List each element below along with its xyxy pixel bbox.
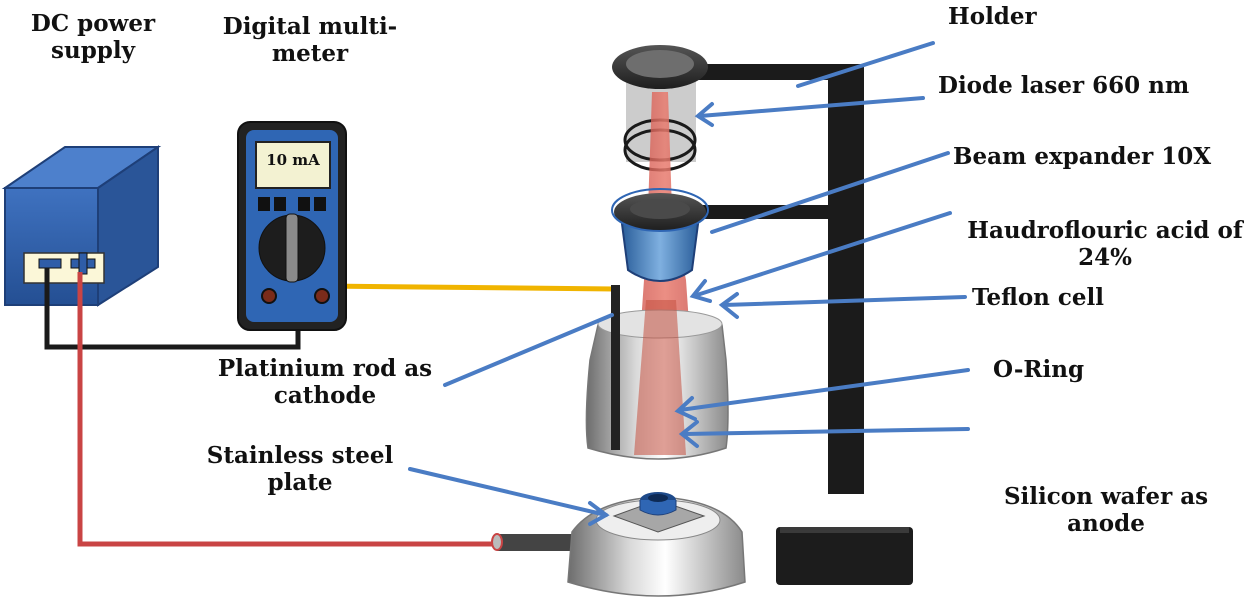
com-port — [261, 288, 277, 304]
pointer-holder — [796, 41, 935, 88]
label-dc-power-supply-line1: DC power — [30, 10, 156, 37]
positive-terminal — [70, 252, 96, 275]
pointer-diode-laser-head — [694, 102, 714, 127]
label-digital-multimeter: Digital multi- meter — [205, 13, 415, 67]
multimeter-reading: 10 mA — [266, 151, 320, 169]
platinum-rod — [611, 285, 620, 450]
pointer-arrows — [408, 41, 970, 526]
pointer-hydrofluoric-acid — [695, 211, 952, 297]
label-hydrofluoric-acid-line1: Haudroflouric acid of — [967, 217, 1243, 244]
silicon-wafer-block — [776, 527, 913, 585]
pointer-teflon-cell-head — [718, 292, 739, 319]
label-o-ring: O-Ring — [993, 356, 1085, 383]
pointer-platinum-rod — [443, 313, 614, 387]
label-silicon-wafer-line1: Silicon wafer as — [1003, 483, 1209, 510]
pointer-teflon-cell — [722, 295, 967, 307]
label-hydrofluoric-acid-line2: 24% — [1078, 244, 1132, 271]
label-teflon-cell: Teflon cell — [972, 284, 1105, 311]
label-hydrofluoric-acid: Haudroflouric acid of 24% — [962, 217, 1248, 271]
dc-power-supply — [1, 145, 162, 307]
ma-port — [314, 288, 330, 304]
pointer-silicon-wafer-head — [678, 420, 699, 448]
positive-wire — [77, 272, 497, 547]
label-holder: Holder — [948, 3, 1037, 30]
label-digital-multimeter-line2: meter — [271, 40, 349, 67]
label-digital-multimeter-line1: Digital multi- — [222, 13, 398, 40]
acid-column — [634, 300, 686, 455]
digital-multimeter: 10 mA — [237, 121, 347, 331]
label-stainless-steel-plate-line1: Stainless steel — [206, 442, 394, 469]
holder — [690, 64, 864, 494]
pointer-beam-expander — [710, 151, 950, 234]
pointer-o-ring — [678, 368, 970, 412]
pointer-silicon-wafer — [682, 427, 970, 436]
diode-laser — [612, 45, 708, 172]
label-silicon-wafer: Silicon wafer as anode — [995, 483, 1217, 537]
label-beam-expander: Beam expander 10X — [953, 143, 1212, 170]
pointer-diode-laser — [698, 96, 925, 118]
label-platinum-rod-line1: Platinium rod as — [217, 355, 433, 382]
multimeter-display — [255, 141, 331, 189]
label-platinum-rod: Platinium rod as cathode — [205, 355, 445, 409]
label-diode-laser: Diode laser 660 nm — [938, 72, 1190, 99]
beam-expander — [611, 188, 709, 282]
pointer-stainless-steel-plate — [408, 467, 608, 517]
label-stainless-steel-plate: Stainless steel plate — [200, 442, 400, 496]
pointer-o-ring-head — [674, 396, 697, 421]
label-dc-power-supply: DC power supply — [28, 10, 158, 64]
label-stainless-steel-plate-line2: plate — [267, 469, 333, 496]
pointer-hydrofluoric-acid-head — [689, 279, 712, 303]
label-platinum-rod-line2: cathode — [273, 382, 377, 409]
pointer-stainless-steel-plate-head — [588, 501, 610, 526]
label-dc-power-supply-line2: supply — [51, 37, 135, 64]
probe-wire — [321, 283, 616, 292]
negative-terminal — [38, 258, 62, 269]
label-silicon-wafer-line2: anode — [1067, 510, 1145, 537]
anode-base — [491, 492, 746, 597]
